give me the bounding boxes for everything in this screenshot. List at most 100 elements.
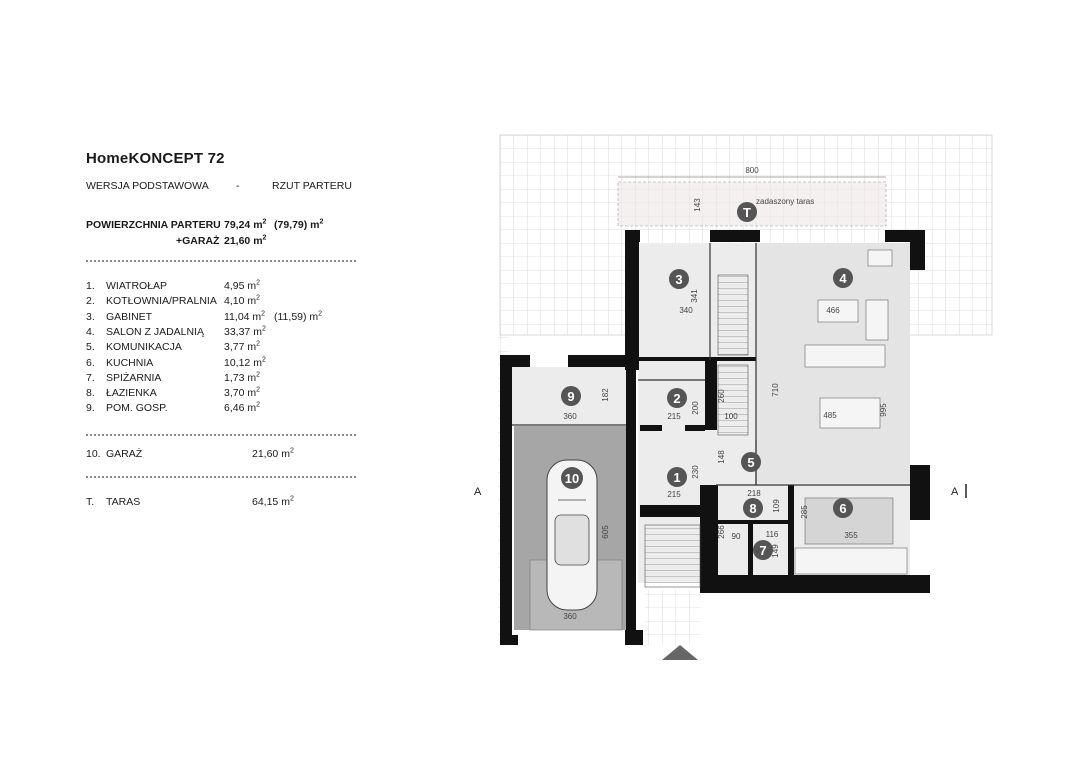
room-badge-2: 2 bbox=[667, 388, 687, 408]
svg-text:485: 485 bbox=[823, 411, 837, 420]
room-area: 33,37 m bbox=[224, 325, 262, 338]
svg-text:7: 7 bbox=[759, 543, 766, 558]
section-marker-left: A bbox=[474, 486, 482, 498]
room-number: 1. bbox=[86, 280, 95, 292]
floor-area-alt: (79,79) m bbox=[274, 219, 320, 231]
svg-text:109: 109 bbox=[772, 499, 781, 513]
room-name: KOMUNIKACJA bbox=[106, 341, 182, 354]
terrace-label: zadaszony taras bbox=[756, 197, 814, 206]
svg-text:355: 355 bbox=[844, 531, 858, 540]
svg-text:90: 90 bbox=[732, 532, 741, 541]
section-marker-right: A bbox=[951, 484, 967, 498]
room-badge-5: 5 bbox=[741, 452, 761, 472]
svg-text:341: 341 bbox=[690, 289, 699, 303]
room-number: 4. bbox=[86, 325, 95, 338]
room-badge-10: 10 bbox=[561, 467, 583, 489]
room-name: POM. GOSP. bbox=[106, 402, 168, 415]
svg-text:10: 10 bbox=[565, 471, 579, 486]
view-label: RZUT PARTERU bbox=[272, 180, 352, 192]
room-badge-9: 9 bbox=[561, 386, 581, 406]
room-area: 11,04 m bbox=[224, 310, 262, 323]
car-icon bbox=[546, 459, 598, 611]
garage-area-label: +GARAŻ bbox=[176, 235, 220, 247]
room-area: 4,95 m bbox=[224, 280, 257, 292]
svg-text:149: 149 bbox=[771, 544, 780, 558]
room-area: 21,60 m bbox=[252, 448, 290, 460]
room-number: 2. bbox=[86, 295, 95, 308]
room-number: 10. bbox=[86, 448, 101, 460]
svg-text:360: 360 bbox=[563, 412, 577, 421]
svg-text:4: 4 bbox=[839, 271, 847, 286]
room-area: 1,73 m bbox=[224, 371, 257, 384]
room-area: 3,70 m bbox=[224, 387, 257, 400]
svg-text:A: A bbox=[951, 486, 959, 498]
svg-text:285: 285 bbox=[800, 505, 809, 519]
room-name: SALON Z JADALNIĄ bbox=[106, 325, 205, 338]
svg-text:995: 995 bbox=[879, 403, 888, 417]
room-number: 5. bbox=[86, 341, 95, 354]
floor-area-label: POWIERZCHNIA PARTERU bbox=[86, 219, 221, 231]
room-area: 6,46 m bbox=[224, 402, 257, 415]
room-number: 7. bbox=[86, 371, 95, 384]
terrace-row: T. TARAS 64,15 m2 bbox=[86, 495, 294, 509]
room-number: 9. bbox=[86, 402, 95, 415]
entrance-arrow-icon bbox=[662, 645, 698, 660]
svg-text:260: 260 bbox=[717, 389, 726, 403]
room-badge-terrace: T bbox=[737, 202, 757, 222]
svg-text:605: 605 bbox=[601, 525, 610, 539]
garage-row: 10. GARAŻ 21,60 m2 bbox=[86, 447, 294, 461]
garage-area-value: 21,60 m bbox=[224, 235, 263, 247]
dimensions: 340 341 466 710 485 995 182 360 200 215 … bbox=[563, 289, 888, 621]
floor-plan: 800 zadaszony taras 143 bbox=[474, 134, 993, 660]
room-name: TARAS bbox=[106, 496, 141, 508]
floor-area-value: 79,24 m bbox=[224, 219, 263, 231]
svg-text:230: 230 bbox=[691, 465, 700, 479]
svg-text:215: 215 bbox=[667, 412, 681, 421]
svg-text:5: 5 bbox=[747, 455, 754, 470]
svg-text:9: 9 bbox=[567, 389, 574, 404]
room-name: ŁAZIENKA bbox=[106, 387, 157, 400]
svg-text:200: 200 bbox=[691, 401, 700, 415]
room-name: WIATROŁAP bbox=[106, 280, 168, 292]
room-name: GARAŻ bbox=[106, 448, 143, 460]
room-area: 3,77 m bbox=[224, 341, 257, 354]
version-dash: - bbox=[236, 180, 240, 192]
svg-text:2: 2 bbox=[673, 391, 680, 406]
divider bbox=[86, 260, 356, 262]
svg-text:710: 710 bbox=[771, 383, 780, 397]
room-badge-4: 4 bbox=[833, 268, 853, 288]
room-number: T. bbox=[86, 496, 95, 508]
svg-text:8: 8 bbox=[749, 501, 756, 516]
room-row: 9.POM. GOSP.6,46 m2 bbox=[86, 401, 261, 415]
room-badge-1: 1 bbox=[667, 467, 687, 487]
svg-text:266: 266 bbox=[717, 525, 726, 539]
svg-text:340: 340 bbox=[679, 306, 693, 315]
svg-text:143: 143 bbox=[693, 198, 702, 212]
svg-text:218: 218 bbox=[747, 489, 761, 498]
room-area: 4,10 m bbox=[224, 295, 257, 308]
room-badge-7: 7 bbox=[753, 540, 773, 560]
svg-text:6: 6 bbox=[839, 501, 846, 516]
svg-text:360: 360 bbox=[563, 612, 577, 621]
room-number: 3. bbox=[86, 310, 95, 323]
svg-text:A: A bbox=[474, 486, 482, 498]
svg-text:116: 116 bbox=[766, 530, 779, 539]
room-area: 64,15 m bbox=[252, 496, 290, 508]
room-name: KOTŁOWNIA/PRALNIA bbox=[106, 295, 217, 308]
room-number: 8. bbox=[86, 387, 95, 400]
room-badge-6: 6 bbox=[833, 498, 853, 518]
svg-text:3: 3 bbox=[675, 272, 682, 287]
svg-text:182: 182 bbox=[601, 388, 610, 402]
walls bbox=[500, 230, 930, 645]
svg-text:100: 100 bbox=[724, 412, 738, 421]
room-area: 10,12 m bbox=[224, 356, 262, 369]
svg-text:148: 148 bbox=[717, 450, 726, 464]
room-badge-8: 8 bbox=[743, 498, 763, 518]
room-name: SPIŻARNIA bbox=[106, 371, 162, 384]
room-badges: 1 2 3 4 5 6 7 8 9 10 T bbox=[561, 202, 853, 560]
